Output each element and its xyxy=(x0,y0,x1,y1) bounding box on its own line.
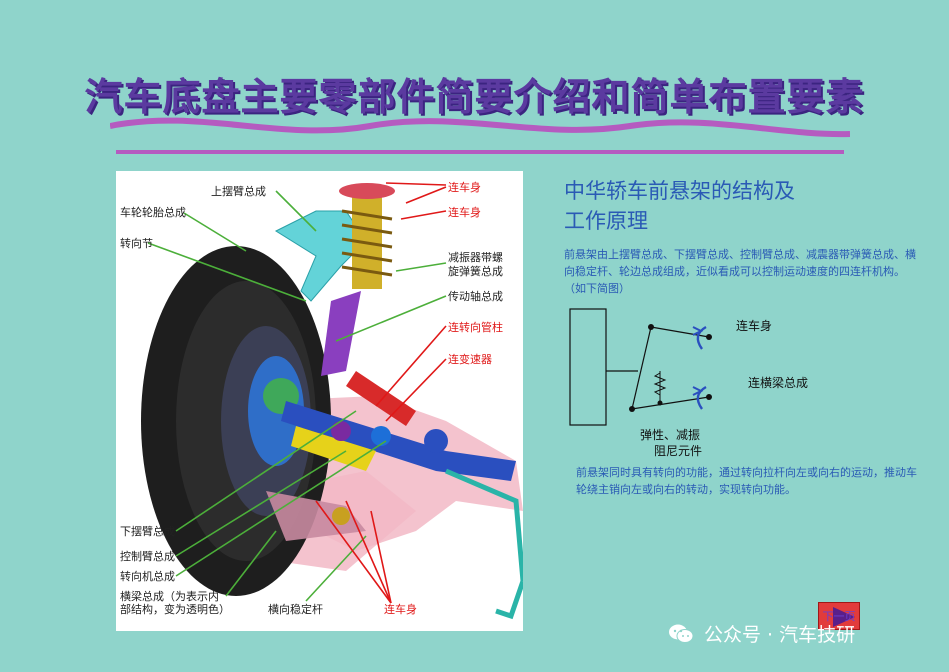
schematic-label-body: 连车身 xyxy=(736,319,773,333)
play-arrow-icon xyxy=(833,607,855,627)
label-control-arm: 控制臂总成 xyxy=(120,550,175,563)
description-paragraph-2: 前悬架同时具有转向的功能，通过转向拉杆向左或向右的运动，推动车轮绕主销向左或向右… xyxy=(576,466,917,496)
label-knuckle: 转向节 xyxy=(120,237,153,250)
watermark-text: 公众号 · 汽车技研 xyxy=(704,624,856,646)
next-page-label: 下一页 xyxy=(822,610,856,623)
label-shock-line1: 减振器带螺 xyxy=(448,251,503,264)
watermark: 公众号 · 汽车技研 xyxy=(668,620,855,647)
schematic-label-crossbeam: 连横梁总成 xyxy=(748,376,809,390)
schematic-label-elastic-line1: 弹性、减振 xyxy=(640,428,701,442)
label-body-2: 连车身 xyxy=(448,206,481,219)
label-upper-arm: 上摆臂总成 xyxy=(211,185,266,198)
label-wheel-tire: 车轮轮胎总成 xyxy=(120,206,186,219)
label-steering-column: 连转向管柱 xyxy=(448,321,503,334)
suspension-diagram: 上摆臂总成 车轮轮胎总成 转向节 连车身 连车身 减振器带螺 旋弹簧总成 传动轴… xyxy=(116,171,523,631)
next-page-button[interactable]: 下一页 xyxy=(818,602,860,630)
section-subtitle: 中华轿车前悬架的结构及 工作原理 xyxy=(564,176,864,236)
page-title: 汽车底盘主要零部件简要介绍和简单布置要素 xyxy=(84,75,865,119)
label-shock-line2: 旋弹簧总成 xyxy=(448,265,503,278)
subtitle-line1: 中华轿车前悬架的结构及 xyxy=(564,179,795,203)
label-stabilizer: 横向稳定杆 xyxy=(268,603,323,616)
schematic-label-elastic-line2: 阻尼元件 xyxy=(654,444,703,458)
label-transmission: 连变速器 xyxy=(448,353,492,366)
description-paragraph-1: 前悬架由上摆臂总成、下摆臂总成、控制臂总成、减震器带弹簧总成、横向稳定杆、轮边总… xyxy=(564,248,916,295)
label-drive-shaft: 传动轴总成 xyxy=(448,290,503,303)
subtitle-line2: 工作原理 xyxy=(564,209,648,233)
label-steering-gear: 转向机总成 xyxy=(120,570,175,583)
label-body-3: 连车身 xyxy=(384,603,417,616)
label-body-1: 连车身 xyxy=(448,181,481,194)
label-lower-arm: 下摆臂总成 xyxy=(120,525,175,538)
four-bar-linkage-schematic xyxy=(569,308,712,426)
suspension-illustration xyxy=(141,182,523,620)
label-crossbeam-line2: 部结构，变为透明色） xyxy=(120,603,230,616)
label-crossbeam-line1: 横梁总成（为表示内 xyxy=(120,590,219,603)
title-wave-decoration xyxy=(110,117,850,154)
wechat-icon xyxy=(669,624,694,643)
